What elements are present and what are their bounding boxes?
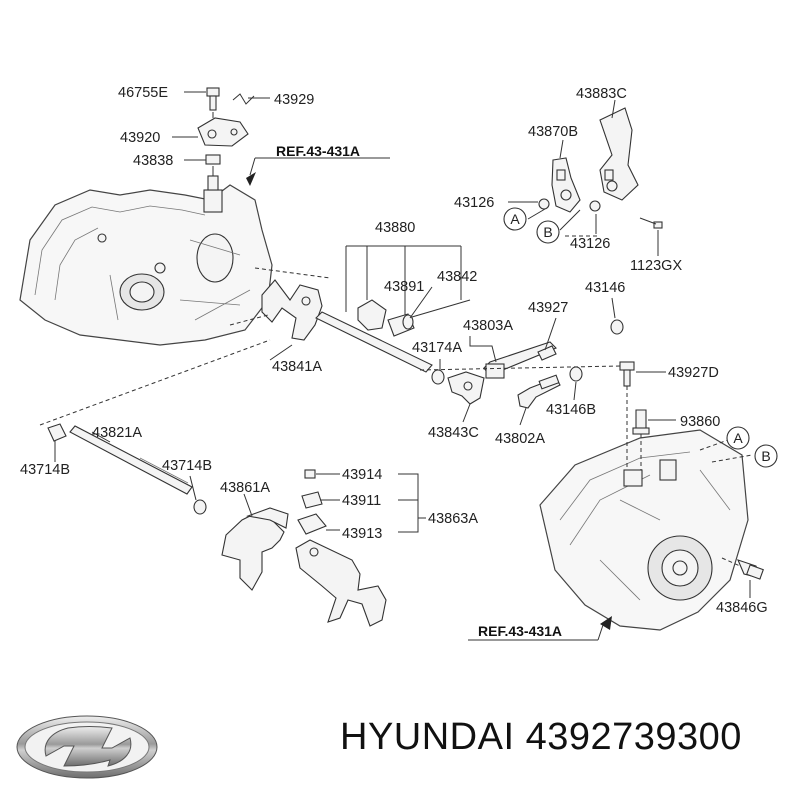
- label-43803A: 43803A: [463, 318, 513, 334]
- hyundai-logo-icon: [16, 715, 158, 779]
- callout-a-top-text: A: [510, 211, 520, 227]
- callout-circle-b-top: [536, 220, 560, 244]
- label-43891: 43891: [384, 279, 424, 295]
- washer-43126-a: [538, 198, 550, 210]
- label-43126-right: 43126: [570, 236, 610, 252]
- label-43174A: 43174A: [412, 340, 462, 356]
- label-43927: 43927: [528, 300, 568, 316]
- label-43846G: 43846G: [716, 600, 768, 616]
- collar-43146B: [569, 366, 583, 382]
- bolt-1123GX: [639, 217, 663, 229]
- label-46755E: 46755E: [118, 85, 168, 101]
- label-43841A: 43841A: [272, 359, 322, 375]
- label-43870B: 43870B: [528, 124, 578, 140]
- seal-43838: [205, 154, 221, 165]
- rail-43821A: [69, 425, 193, 495]
- plug-43846G: [737, 559, 764, 580]
- pin-43842: [411, 299, 471, 318]
- label-43714B-right: 43714B: [162, 458, 212, 474]
- footer-part-title: HYUNDAI 4392739300: [340, 716, 742, 759]
- label-43929: 43929: [274, 92, 314, 108]
- label-93860: 93860: [680, 414, 720, 430]
- switch-93860: [632, 409, 650, 435]
- shift-fork-43861A: [221, 507, 289, 591]
- label-ref-bottom: REF.43-431A: [478, 623, 562, 639]
- label-43146: 43146: [585, 280, 625, 296]
- label-43863A: 43863A: [428, 511, 478, 527]
- shift-lever-43883C: [599, 107, 639, 201]
- label-43146B: 43146B: [546, 402, 596, 418]
- shift-rail: [315, 311, 433, 373]
- bolt-46755E: [206, 87, 220, 111]
- bushing-43714B-right: [193, 499, 207, 515]
- footer-brand: HYUNDAI: [340, 716, 515, 758]
- label-1123GX: 1123GX: [630, 258, 682, 274]
- lever-43802A: [517, 374, 561, 409]
- bracket-43920: [197, 117, 249, 147]
- label-43838: 43838: [133, 153, 173, 169]
- label-43880: 43880: [375, 220, 415, 236]
- label-ref-top: REF.43-431A: [276, 143, 360, 159]
- callout-b-bottom-text: B: [761, 448, 770, 464]
- plate-43913: [297, 513, 327, 535]
- clip-43929: [232, 93, 255, 105]
- label-43911: 43911: [342, 493, 381, 509]
- shift-fork-43863A: [295, 539, 387, 627]
- rod-43803A: [483, 341, 557, 379]
- spring-43911: [301, 491, 323, 509]
- callout-b-top-text: B: [543, 224, 552, 240]
- callout-circle-b-bottom: [754, 444, 778, 468]
- label-43842: 43842: [437, 269, 477, 285]
- label-43126-left: 43126: [454, 195, 494, 211]
- label-43802A: 43802A: [495, 431, 545, 447]
- label-43927D: 43927D: [668, 365, 719, 381]
- sleeve: [387, 313, 415, 337]
- label-43861A: 43861A: [220, 480, 270, 496]
- washer-43126-b: [589, 200, 601, 212]
- label-43913: 43913: [342, 526, 382, 542]
- bolt-43927D: [619, 361, 635, 387]
- shift-fork-43841A: [261, 279, 323, 341]
- collar-43146: [610, 319, 624, 335]
- bushing-43174A: [431, 369, 445, 385]
- label-43914: 43914: [342, 467, 382, 483]
- transmission-case-left: [19, 175, 273, 346]
- label-43920: 43920: [120, 130, 160, 146]
- label-43821A: 43821A: [92, 425, 142, 441]
- pin-43914: [304, 469, 316, 479]
- label-43883C: 43883C: [576, 86, 627, 102]
- callout-a-bottom-text: A: [733, 430, 743, 446]
- footer-part-number: 4392739300: [525, 716, 742, 758]
- shift-lever-43870B: [551, 157, 581, 213]
- callout-circle-a-bottom: [726, 426, 750, 450]
- bolt-43927: [537, 345, 557, 361]
- transmission-case-right: [539, 429, 749, 631]
- callout-circle-a-top: [503, 207, 527, 231]
- label-43714B-left: 43714B: [20, 462, 70, 478]
- label-43843C: 43843C: [428, 425, 479, 441]
- bushing-43714B-left: [47, 423, 67, 442]
- interlock-43891: [357, 299, 387, 331]
- lever-43843C: [447, 371, 485, 405]
